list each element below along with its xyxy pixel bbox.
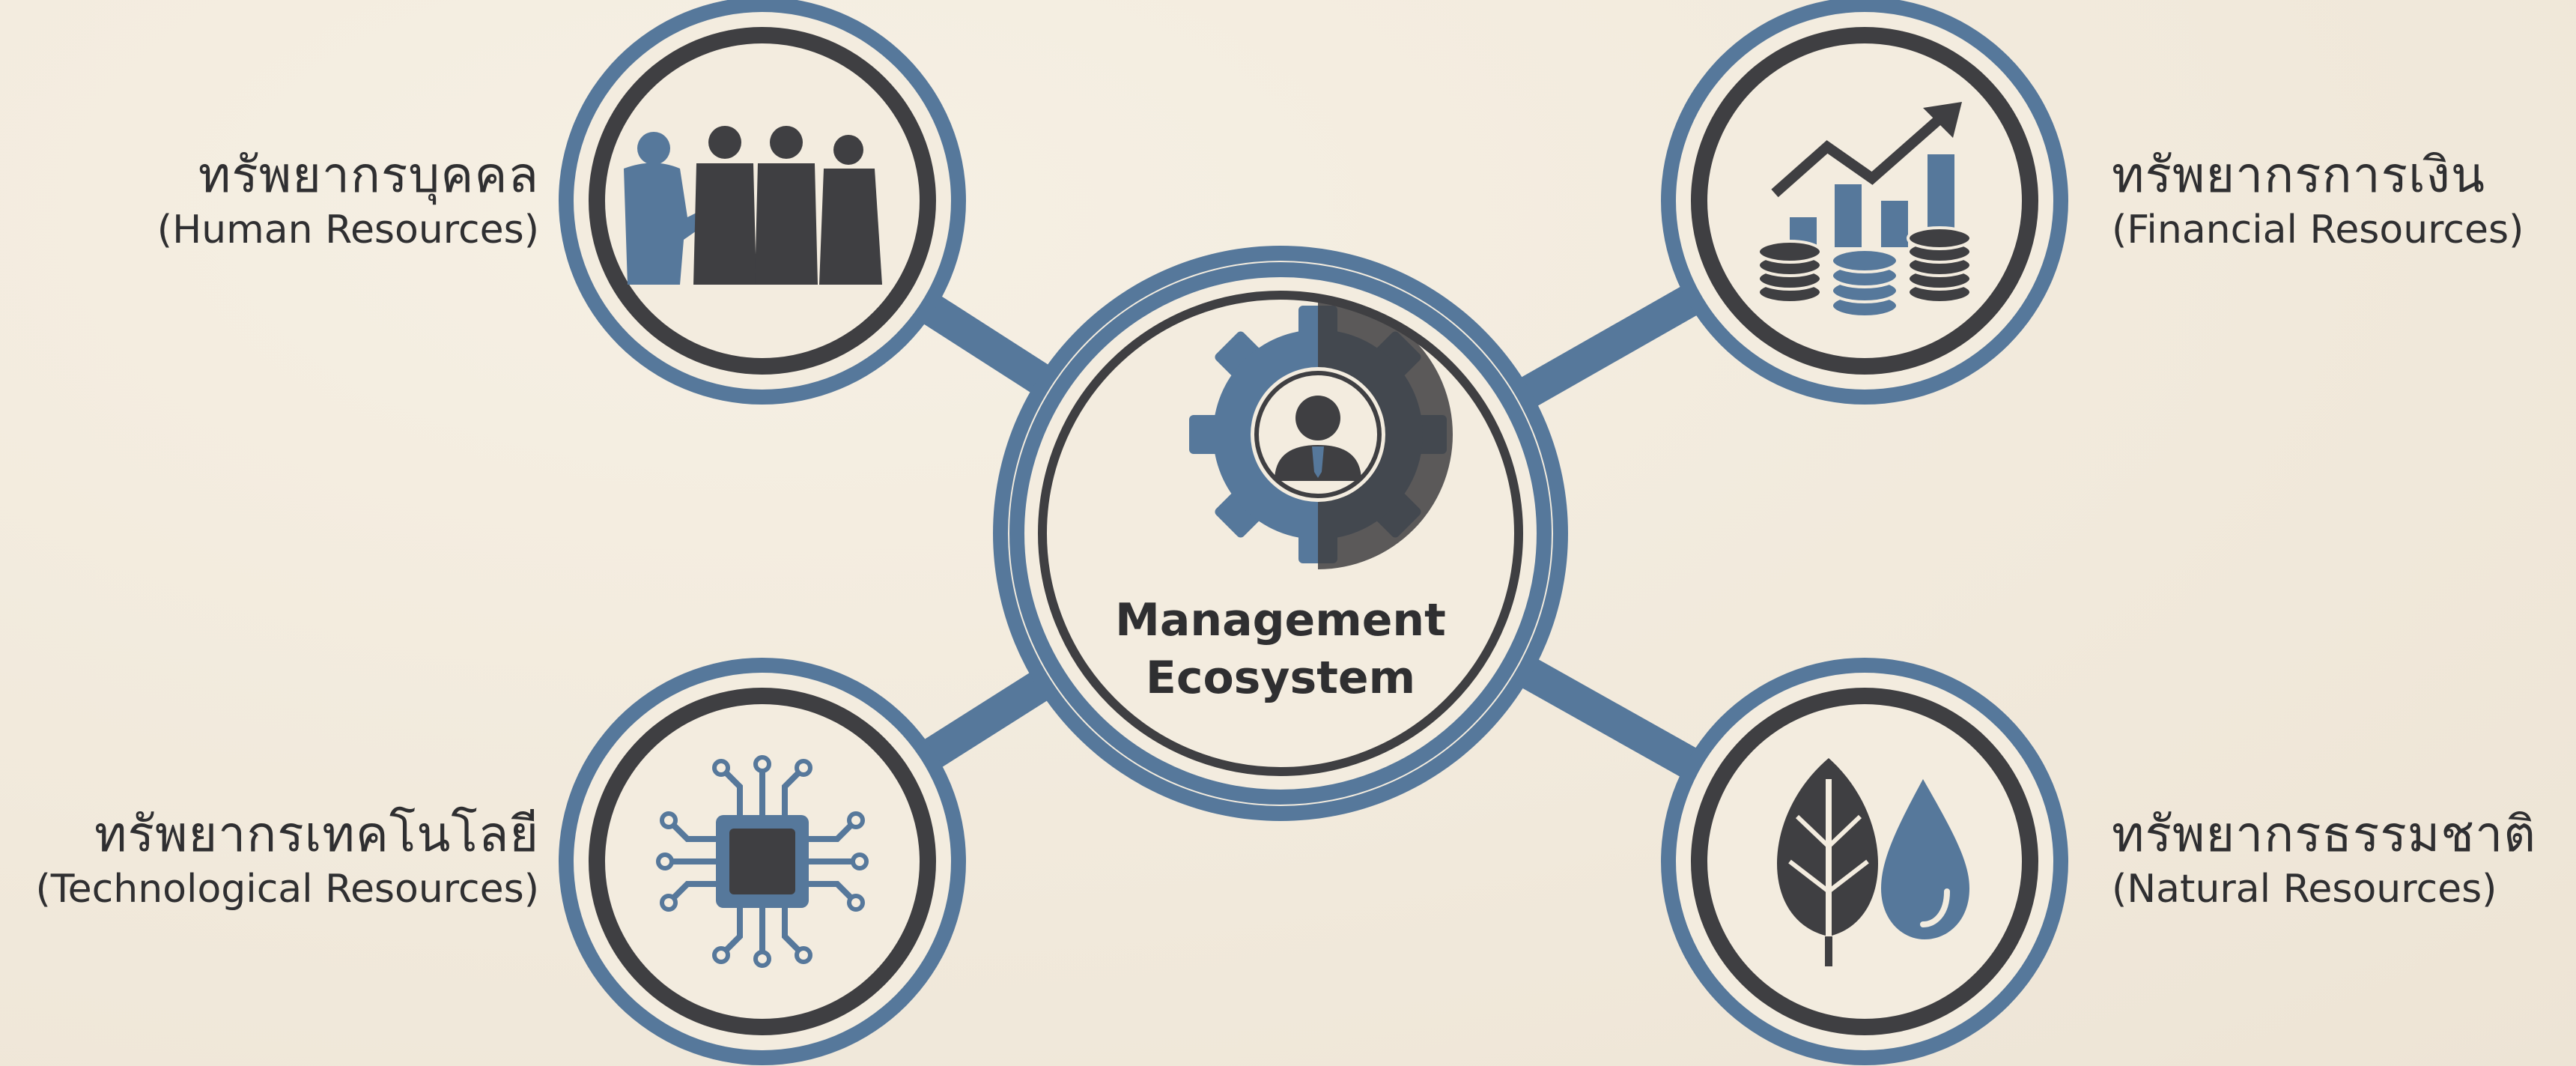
people-group-icon (624, 126, 882, 285)
node-natural (1661, 658, 2068, 1065)
node-technological (559, 658, 966, 1065)
label-human-th: ทรัพยากรบุคคล (198, 146, 539, 204)
node-human (559, 0, 966, 405)
label-technological: ทรัพยากรเทคโนโลยี (Technological Resourc… (35, 806, 539, 912)
label-financial-en: (Financial Resources) (2112, 207, 2524, 252)
label-technological-th: ทรัพยากรเทคโนโลยี (94, 805, 539, 863)
label-financial-th: ทรัพยากรการเงิน (2112, 146, 2485, 204)
gear-person-icon (1189, 300, 1453, 569)
label-natural-th: ทรัพยากรธรรมชาติ (2112, 805, 2537, 863)
label-natural: ทรัพยากรธรรมชาติ (Natural Resources) (2112, 806, 2536, 912)
center-title-line1: Management (1115, 594, 1446, 646)
label-human: ทรัพยากรบุคคล (Human Resources) (157, 147, 539, 253)
node-financial (1661, 0, 2068, 405)
label-human-en: (Human Resources) (157, 207, 539, 252)
label-natural-en: (Natural Resources) (2112, 866, 2497, 912)
center-title-line2: Ecosystem (1145, 651, 1416, 704)
label-technological-en: (Technological Resources) (35, 866, 539, 912)
label-financial: ทรัพยากรการเงิน (Financial Resources) (2112, 147, 2524, 253)
center-title: Management Ecosystem (1082, 592, 1479, 707)
coins-growth-chart-icon (1757, 102, 1972, 318)
leaf-water-drop-icon (1777, 758, 1969, 966)
circuit-chip-icon (656, 755, 869, 968)
center-hub (993, 246, 1568, 821)
